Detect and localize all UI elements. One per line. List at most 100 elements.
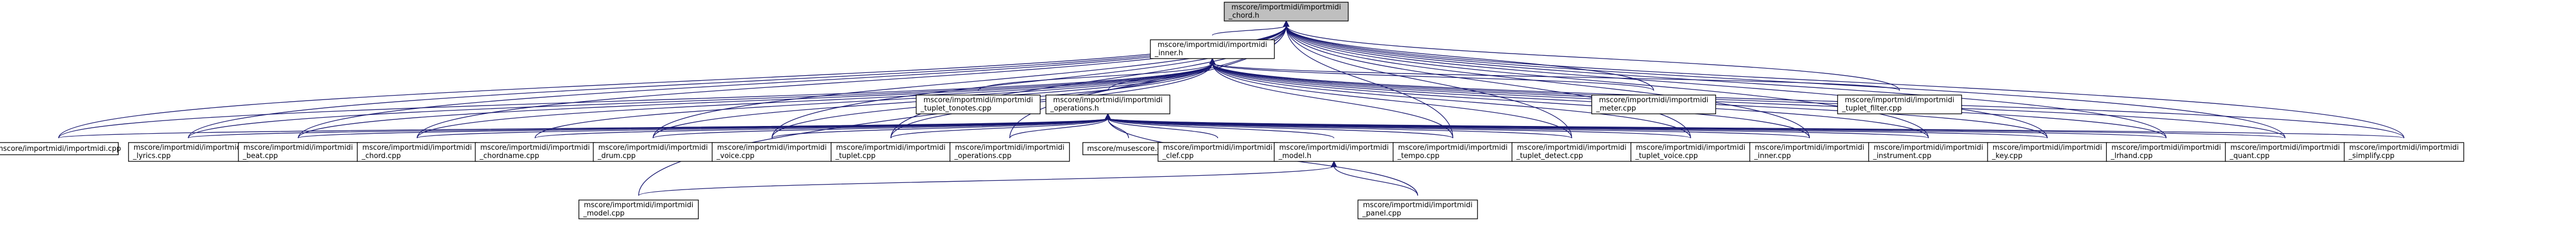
node-label-line-1: mscore/importmidi/importmidi — [1157, 41, 1267, 49]
node-box[interactable] — [1393, 142, 1513, 162]
node-box[interactable] — [1868, 142, 1989, 162]
graph-node-panel[interactable]: mscore/importmidi/importmidi_panel.cpp — [1357, 199, 1478, 219]
graph-node-tuplet_tonotes[interactable]: mscore/importmidi/importmidi_tuplet_tono… — [916, 94, 1041, 114]
node-label-line-1: mscore/importmidi/importmidi — [362, 144, 471, 152]
node-box[interactable] — [831, 142, 951, 162]
node-box[interactable] — [1357, 199, 1478, 219]
node-box[interactable] — [128, 142, 248, 162]
edge-chord_h-to-tempo — [1286, 25, 1453, 139]
node-box[interactable] — [1511, 142, 1632, 162]
graph-node-inner_cpp[interactable]: mscore/importmidi/importmidi_inner.cpp — [1749, 142, 1870, 162]
edge-operations_h-to-operations_cpp — [1009, 118, 1108, 139]
edge-chord_h-to-inner_h — [1212, 25, 1287, 36]
graph-node-inner_h[interactable]: mscore/importmidi/importmidi_inner.h — [1150, 39, 1275, 59]
edge-operations_h-to-chord_cpp — [416, 118, 1108, 139]
graph-node-model_h[interactable]: mscore/importmidi/importmidi_model.h — [1273, 142, 1394, 162]
graph-node-tuplet_detect[interactable]: mscore/importmidi/importmidi_tuplet_dete… — [1511, 142, 1632, 162]
graph-node-instrument[interactable]: mscore/importmidi/importmidi_instrument.… — [1868, 142, 1989, 162]
graph-node-meter[interactable]: mscore/importmidi/importmidi_meter.cpp — [1591, 94, 1717, 114]
node-label-line-2: _chordname.cpp — [479, 152, 539, 160]
graph-node-importmidi_cpp[interactable]: mscore/importmidi/importmidi.cpp — [0, 142, 121, 155]
node-label-line-2: _beat.cpp — [242, 152, 278, 160]
node-box[interactable] — [1157, 142, 1278, 162]
node-box[interactable] — [916, 94, 1041, 114]
node-box[interactable] — [0, 142, 119, 155]
edge-chord_h-to-instrument — [1286, 25, 1929, 139]
node-box[interactable] — [1045, 94, 1171, 114]
graph-node-key[interactable]: mscore/importmidi/importmidi_key.cpp — [1987, 142, 2108, 162]
node-label-line-2: _chord.cpp — [361, 152, 401, 160]
graph-node-operations_h[interactable]: mscore/importmidi/importmidi_operations.… — [1045, 94, 1171, 114]
node-label-line-2: _simplify.cpp — [2348, 152, 2394, 160]
graph-node-tempo[interactable]: mscore/importmidi/importmidi_tempo.cpp — [1393, 142, 1513, 162]
node-label-line-2: _quant.cpp — [2229, 152, 2270, 160]
graph-node-model_cpp[interactable]: mscore/importmidi/importmidi_model.cpp — [578, 199, 699, 219]
node-box[interactable] — [1591, 94, 1717, 114]
graph-node-musescore[interactable]: mscore/musescore.cpp — [1082, 142, 1175, 155]
node-box[interactable] — [1630, 142, 1751, 162]
node-box[interactable] — [578, 199, 699, 219]
graph-node-chord_h[interactable]: mscore/importmidi/importmidi_chord.h — [1224, 2, 1349, 22]
edge-inner_h-to-tuplet_detect — [1212, 62, 1573, 139]
edge-inner_h-to-quant — [1212, 62, 2286, 139]
node-label-line-2: _inner.cpp — [1754, 152, 1791, 160]
graph-node-operations_cpp[interactable]: mscore/importmidi/importmidi_operations.… — [949, 142, 1070, 162]
graph-node-chordname[interactable]: mscore/importmidi/importmidi_chordname.c… — [475, 142, 596, 162]
edge-inner_h-to-importmidi_cpp — [58, 62, 1213, 139]
edge-inner_h-to-tempo — [1212, 62, 1453, 139]
node-box[interactable] — [1224, 2, 1349, 22]
graph-node-tuplet_filter[interactable]: mscore/importmidi/importmidi_tuplet_filt… — [1837, 94, 1962, 114]
edge-chord_h-to-tuplet_voice — [1286, 25, 1691, 139]
edge-inner_h-to-instrument — [1212, 62, 1929, 139]
node-label-line-2: _instrument.cpp — [1873, 152, 1932, 160]
node-box[interactable] — [949, 142, 1070, 162]
node-label-line-1: mscore/importmidi/importmidi — [2349, 144, 2458, 152]
node-box[interactable] — [2344, 142, 2465, 162]
node-label-line-2: _tuplet_detect.cpp — [1516, 152, 1583, 160]
graph-node-beat[interactable]: mscore/importmidi/importmidi_beat.cpp — [238, 142, 359, 162]
graph-node-tuplet_voice[interactable]: mscore/importmidi/importmidi_tuplet_voic… — [1630, 142, 1751, 162]
graph-node-drum[interactable]: mscore/importmidi/importmidi_drum.cpp — [593, 142, 714, 162]
graph-node-tuplet[interactable]: mscore/importmidi/importmidi_tuplet.cpp — [831, 142, 951, 162]
node-label-line-2: _tuplet_filter.cpp — [1841, 104, 1902, 113]
node-box[interactable] — [238, 142, 359, 162]
node-label-line-1: mscore/importmidi/importmidi — [134, 144, 243, 152]
edge-arrowhead — [1209, 57, 1216, 65]
graph-node-voice[interactable]: mscore/importmidi/importmidi_voice.cpp — [711, 142, 832, 162]
node-label-line-1: mscore/importmidi/importmidi — [584, 201, 693, 209]
node-box[interactable] — [475, 142, 596, 162]
node-label-line-2: _inner.h — [1154, 49, 1183, 57]
edge-inner_h-to-chord_cpp — [416, 62, 1213, 139]
node-label-line-1: mscore/musescore.cpp — [1087, 145, 1170, 153]
edge-inner_h-to-tuplet_filter — [1212, 62, 1900, 91]
edge-chord_h-to-lrhand — [1286, 25, 2167, 139]
node-label-line-2: _lrhand.cpp — [2110, 152, 2153, 160]
node-label-line-1: mscore/importmidi/importmidi — [1599, 96, 1708, 104]
node-label-line-1: mscore/importmidi/importmidi — [717, 144, 826, 152]
edge-operations_h-to-tuplet_detect — [1107, 118, 1573, 139]
edge-operations_h-to-model_h — [1107, 118, 1335, 139]
node-box[interactable] — [1150, 39, 1275, 59]
node-box[interactable] — [711, 142, 832, 162]
node-box[interactable] — [2106, 142, 2227, 162]
node-box[interactable] — [1987, 142, 2108, 162]
graph-node-simplify[interactable]: mscore/importmidi/importmidi_simplify.cp… — [2344, 142, 2465, 162]
node-label-line-2: _model.h — [1278, 152, 1311, 160]
node-label-line-1: mscore/importmidi/importmidi — [1279, 144, 1389, 152]
node-label-line-1: mscore/importmidi/importmidi — [1363, 201, 1472, 209]
graph-node-quant[interactable]: mscore/importmidi/importmidi_quant.cpp — [2225, 142, 2345, 162]
graph-node-lyrics[interactable]: mscore/importmidi/importmidi_lyrics.cpp — [128, 142, 248, 162]
graph-node-lrhand[interactable]: mscore/importmidi/importmidi_lrhand.cpp — [2106, 142, 2227, 162]
edge-operations_h-to-voice — [771, 118, 1108, 139]
edge-inner_h-to-tuplet_tonotes — [978, 62, 1213, 91]
edge-chord_h-to-tuplet_filter — [1286, 25, 1900, 91]
edge-chord_h-to-simplify — [1286, 25, 2405, 139]
graph-nodes: mscore/importmidi/importmidi_chord.hmsco… — [0, 2, 2465, 219]
node-label-line-1: mscore/importmidi/importmidi — [243, 144, 353, 152]
node-box[interactable] — [1837, 94, 1962, 114]
graph-node-clef[interactable]: mscore/importmidi/importmidi_clef.cpp — [1157, 142, 1278, 162]
edge-operations_h-to-chordname — [534, 118, 1108, 139]
node-label-line-2: _operations.cpp — [954, 152, 1011, 160]
node-label-line-2: _model.cpp — [583, 209, 625, 218]
graph-node-chord_cpp[interactable]: mscore/importmidi/importmidi_chord.cpp — [357, 142, 477, 162]
